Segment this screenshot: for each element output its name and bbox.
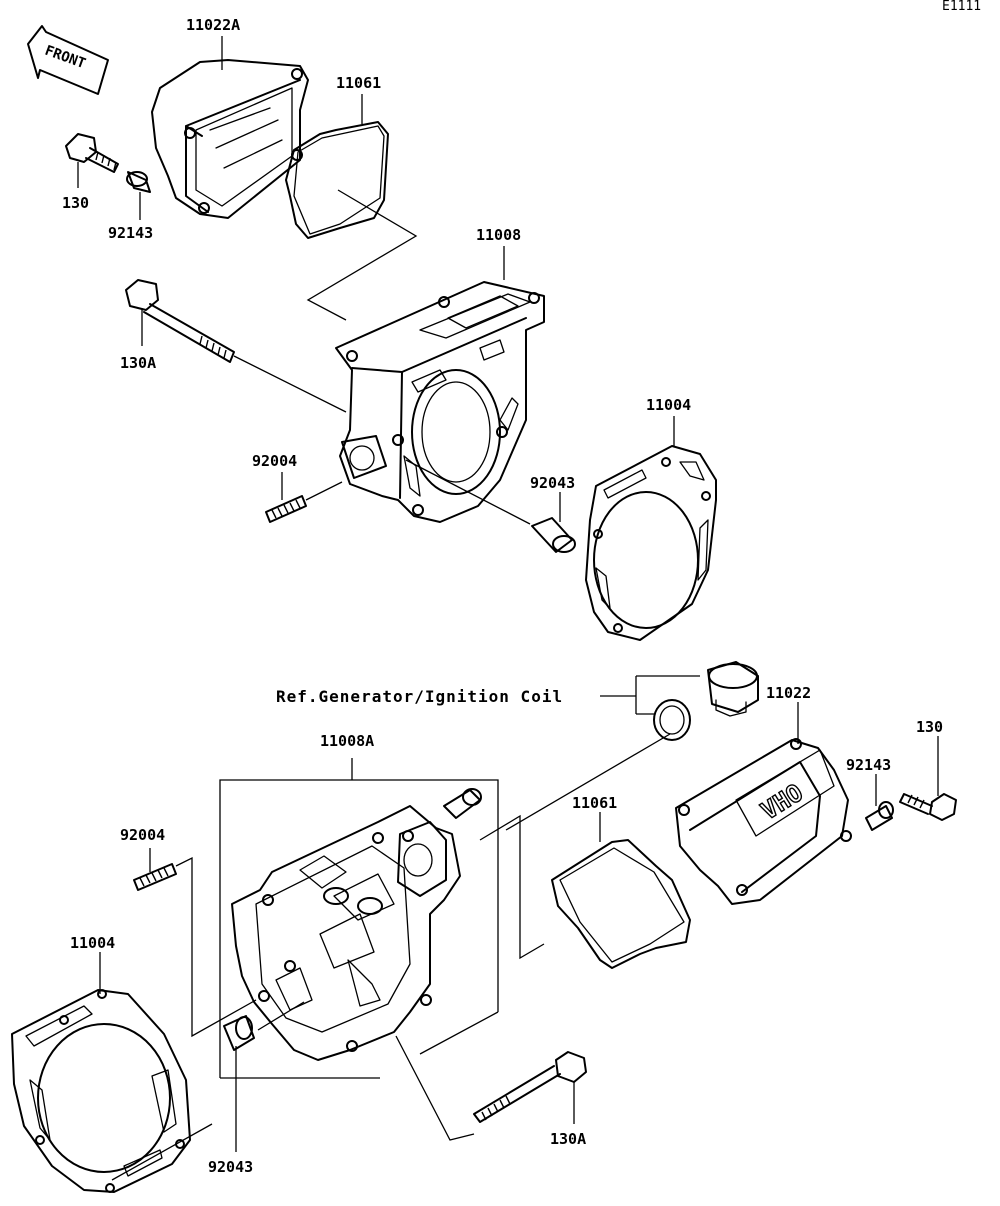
label-92043-bottom: 92043 [208,1158,253,1176]
front-arrow-icon: FRONT [27,25,109,95]
label-92004-top: 92004 [252,452,297,470]
label-130-right: 130 [916,718,943,736]
dowel-92143-lower [865,801,894,831]
label-92143-right: 92143 [846,756,891,774]
dowel-92043-upper [531,517,576,553]
dowel-92143-upper [126,171,151,193]
bolt-130-upper [65,133,119,173]
head-gasket-11004-lower [11,989,191,1193]
label-130A-bottom: 130A [550,1130,586,1148]
head-bolt-130A-upper [125,279,235,363]
head-gasket-11004-upper [585,445,717,641]
label-92043-top: 92043 [530,474,575,492]
label-92143-top: 92143 [108,224,153,242]
label-11061-top: 11061 [336,74,381,92]
cylinder-11008 [335,281,545,523]
dowel-92043-lower [223,1015,255,1051]
label-130-top: 130 [62,194,89,212]
label-11004-left: 11004 [70,934,115,952]
label-11008: 11008 [476,226,521,244]
o-ring [653,699,691,741]
label-130A-top: 130A [120,354,156,372]
label-92004-left: 92004 [120,826,165,844]
stud-92004-lower [133,863,177,891]
cover-gasket-lower [551,839,691,969]
oil-filler-cap [707,661,759,717]
label-11004-right: 11004 [646,396,691,414]
bolt-130-lower [899,793,957,821]
label-11061-mid: 11061 [572,794,617,812]
cylinder-head-11008A [231,788,482,1061]
rocker-cover-lower: OHV [675,738,852,905]
label-11022: 11022 [766,684,811,702]
cylinder-head-bracket [219,779,499,1079]
head-bolt-130A-lower [473,1051,587,1123]
cover-gasket-upper [285,121,389,239]
rocker-cover-upper [151,59,309,219]
label-11022A: 11022A [186,16,240,34]
diagram-code: E1111 [942,0,981,14]
reference-note: Ref.Generator/Ignition Coil [276,687,563,706]
stud-92004-upper [265,495,307,523]
label-11008A: 11008A [320,732,374,750]
